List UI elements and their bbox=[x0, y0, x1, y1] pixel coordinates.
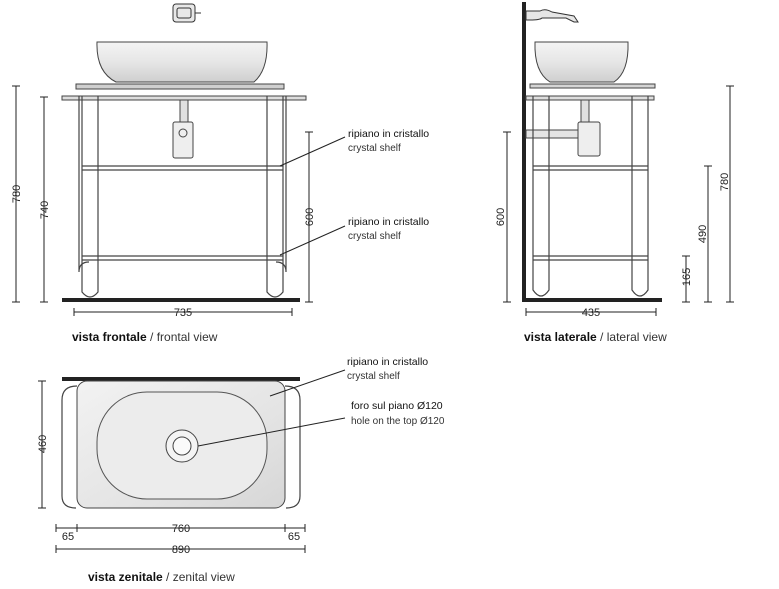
basin-bowl bbox=[96, 41, 268, 83]
side-siphon bbox=[525, 99, 601, 157]
top-shelf-en: crystal shelf bbox=[347, 371, 400, 382]
front-dim-600: 600 bbox=[304, 208, 316, 226]
front-dim-740: 740 bbox=[39, 201, 51, 219]
top-hole-en: hole on the top Ø120 bbox=[351, 416, 445, 427]
front-shelf-lower-it: ripiano in cristallo bbox=[348, 216, 429, 228]
side-caption: vista laterale / lateral view bbox=[524, 330, 667, 344]
front-shelf-upper-it: ripiano in cristallo bbox=[348, 128, 429, 140]
front-shelf-upper-en: crystal shelf bbox=[348, 143, 401, 154]
side-dim-165: 165 bbox=[681, 268, 693, 286]
countertop bbox=[75, 83, 285, 90]
top-dim-890: 890 bbox=[172, 544, 190, 556]
wall-faucet-icon bbox=[525, 9, 579, 23]
side-dim-600: 600 bbox=[495, 208, 507, 226]
front-shelf-lower-en: crystal shelf bbox=[348, 231, 401, 242]
side-dim-490: 490 bbox=[697, 225, 709, 243]
side-wall bbox=[522, 2, 526, 302]
front-caption: vista frontale / frontal view bbox=[72, 330, 218, 344]
front-dim-780: 780 bbox=[11, 185, 23, 203]
side-dim-780: 780 bbox=[719, 173, 731, 191]
side-floor bbox=[522, 298, 662, 302]
top-shelf-it: ripiano in cristallo bbox=[347, 356, 428, 368]
top-caption: vista zenitale / zenital view bbox=[88, 570, 235, 584]
faucet-icon bbox=[172, 3, 201, 23]
front-floor bbox=[62, 298, 300, 302]
top-dim-65-left: 65 bbox=[62, 531, 74, 543]
front-dim-735: 735 bbox=[174, 307, 192, 319]
front-frame bbox=[78, 96, 287, 298]
side-dim-435: 435 bbox=[582, 307, 600, 319]
top-dim-760: 760 bbox=[172, 523, 190, 535]
side-frame bbox=[532, 96, 649, 297]
top-dim-65-right: 65 bbox=[288, 531, 300, 543]
drain-pipe bbox=[172, 99, 194, 159]
top-dim-460: 460 bbox=[37, 435, 49, 453]
front-view: 780 740 600 735 ripiano in cristallo cry… bbox=[11, 3, 429, 344]
top-view: 460 760 65 65 890 ripiano in cristallo c… bbox=[37, 356, 445, 584]
side-view: 600 780 490 165 435 vista laterale / lat… bbox=[495, 2, 734, 344]
top-hole-it: foro sul piano Ø120 bbox=[351, 400, 443, 412]
side-basin-bowl bbox=[534, 41, 629, 83]
